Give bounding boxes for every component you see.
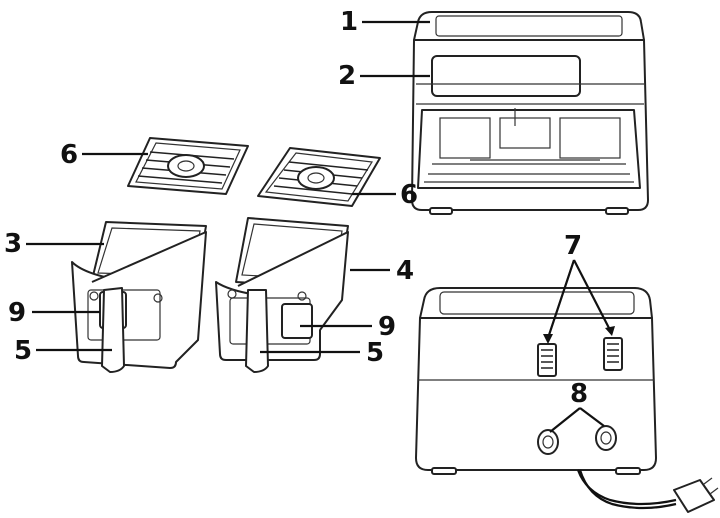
callout-9-left: 9 bbox=[8, 298, 26, 328]
leader-lines bbox=[26, 20, 615, 433]
callout-6-left: 6 bbox=[60, 140, 78, 170]
callout-2: 2 bbox=[338, 61, 356, 91]
callout-4: 4 bbox=[396, 256, 414, 286]
callout-8: 8 bbox=[570, 379, 588, 409]
power-cord bbox=[576, 469, 719, 513]
callout-5-right: 5 bbox=[366, 338, 384, 368]
callout-5-left: 5 bbox=[14, 336, 32, 366]
crisper-plate-left bbox=[127, 137, 249, 195]
main-unit-rear-view bbox=[415, 287, 719, 513]
crisper-plate-right bbox=[257, 147, 381, 207]
callout-labels: 1 2 3 4 5 5 6 6 7 8 9 9 bbox=[4, 7, 588, 409]
callout-3: 3 bbox=[4, 229, 22, 259]
rear-ports bbox=[537, 425, 617, 455]
callout-7: 7 bbox=[564, 231, 582, 261]
callout-6-right: 6 bbox=[400, 180, 418, 210]
air-outlet-vents bbox=[537, 337, 623, 377]
main-unit-front-view bbox=[411, 11, 649, 215]
basket-right bbox=[215, 217, 349, 373]
callout-9-right: 9 bbox=[378, 312, 396, 342]
callout-1: 1 bbox=[340, 7, 358, 37]
